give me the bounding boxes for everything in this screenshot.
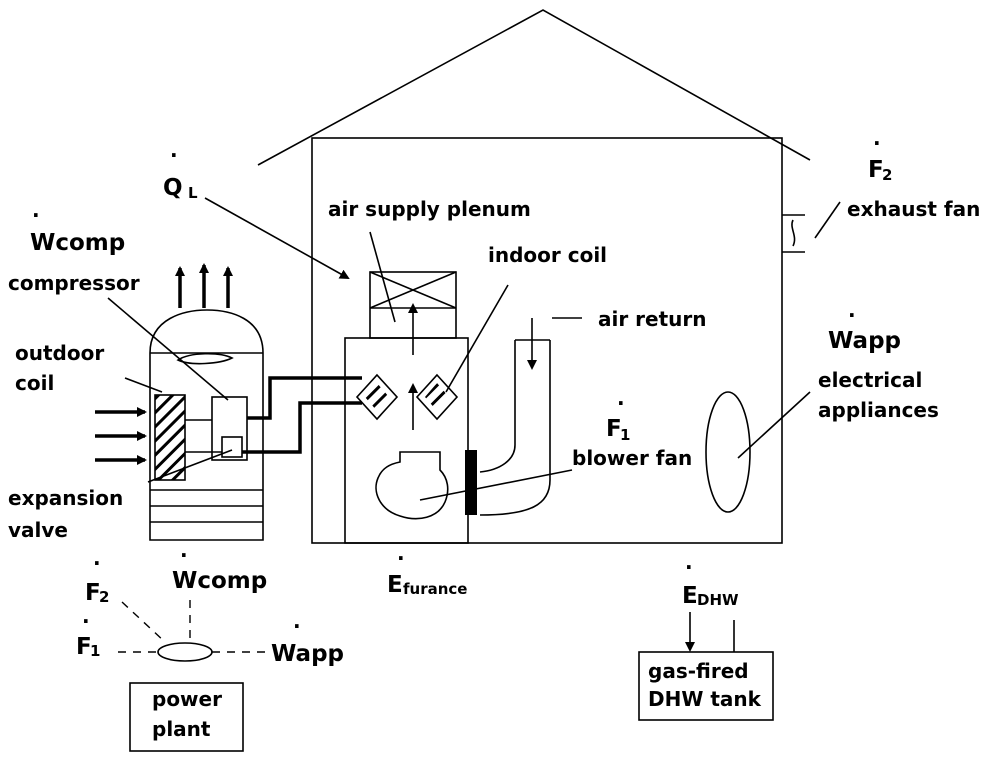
svg-text:·: · [293, 614, 301, 638]
e-dhw-subscript: DHW [697, 591, 739, 609]
expansion-valve-leader [147, 449, 233, 483]
f1-bottom-label: F [76, 634, 92, 660]
outdoor-coil-shape [154, 394, 186, 481]
exhaust-fan-blade [791, 219, 796, 247]
expansion-valve-label-2: valve [8, 518, 68, 542]
outdoor-coil-leader [124, 377, 163, 393]
f1-mid-subscript: 1 [620, 426, 630, 444]
svg-text:·: · [685, 555, 693, 579]
ql-label: Q [163, 175, 183, 201]
svg-text:·: · [873, 131, 881, 155]
exhaust-fan-label: exhaust fan [847, 197, 980, 221]
ql-arrow [204, 197, 350, 279]
compressor-shape [211, 396, 248, 461]
air-return-label: air return [598, 307, 707, 331]
house-roof [257, 9, 811, 166]
dhw-tank-label-2: DHW tank [648, 687, 762, 711]
ql-subscript: L [188, 184, 198, 202]
power-plant-box [129, 682, 244, 752]
electrical-appliances-label-1: electrical [818, 368, 922, 392]
svg-text:·: · [170, 143, 178, 167]
blower-fan-leader [419, 469, 573, 501]
refrigerant-line-lower [242, 401, 362, 454]
svg-text:·: · [180, 543, 188, 567]
f1-bottom-subscript: 1 [90, 642, 100, 660]
furnace-cabinet [344, 337, 469, 544]
air-supply-leader [369, 231, 396, 323]
svg-text:·: · [848, 303, 856, 327]
indoor-coil-right [415, 373, 459, 421]
f2-top-subscript: 2 [882, 166, 892, 184]
expansion-valve-shape [221, 436, 243, 458]
svg-text:·: · [32, 203, 40, 227]
refrigerant-line-upper [247, 376, 362, 420]
compressor-leader [107, 297, 229, 401]
house [257, 9, 811, 544]
compressor-label: compressor [8, 271, 140, 295]
dhw-tank-group [638, 612, 774, 721]
f2-bottom-label: F [85, 580, 101, 606]
blower-motor [465, 450, 477, 515]
wcomp-bottom-label: Wcomp [172, 568, 267, 594]
svg-text:·: · [93, 551, 101, 575]
e-furnace-label: E [387, 572, 403, 598]
outdoor-fan [176, 352, 234, 365]
blower-housing [375, 451, 449, 520]
svg-text:·: · [617, 391, 625, 415]
appliances-leader [737, 391, 811, 459]
blower-fan-label: blower fan [572, 446, 692, 470]
outdoor-coil-label-2: coil [15, 371, 54, 395]
power-plant-label-2: plant [152, 717, 211, 741]
svg-text:·: · [82, 609, 90, 633]
air-supply-plenum-label: air supply plenum [328, 197, 531, 221]
indoor-coil-left [355, 373, 399, 421]
power-plant-group [118, 600, 268, 752]
f2-top-label: F [868, 157, 884, 183]
outdoor-coil-label-1: outdoor [15, 341, 104, 365]
svg-text:·: · [397, 546, 405, 570]
e-dhw-label: E [682, 583, 698, 609]
house-wall [311, 137, 783, 544]
exhaust-fan [782, 201, 841, 253]
furnace-unit [344, 271, 477, 544]
e-furnace-subscript: furance [403, 580, 467, 598]
exhaust-fan-leader [814, 201, 841, 239]
electrical-appliances-shape [705, 391, 751, 513]
dhw-tank-label-1: gas-fired [648, 659, 749, 683]
electrical-appliances-label-2: appliances [818, 398, 939, 422]
air-return-duct [479, 317, 582, 516]
outdoor-unit-body [149, 309, 264, 541]
wapp-top-label: Wapp [828, 328, 901, 354]
wcomp-top-label: Wcomp [30, 230, 125, 256]
wapp-bottom-label: Wapp [271, 641, 344, 667]
indoor-coil-label: indoor coil [488, 243, 607, 267]
expansion-valve-label-1: expansion [8, 486, 123, 510]
indoor-coil-leader [445, 284, 509, 393]
power-plant-node [157, 642, 213, 662]
outdoor-unit [95, 263, 264, 541]
f1-mid-label: F [606, 416, 622, 442]
dhw-tank-box [638, 651, 774, 721]
power-plant-label-1: power [152, 687, 222, 711]
f2-bottom-subscript: 2 [99, 588, 109, 606]
